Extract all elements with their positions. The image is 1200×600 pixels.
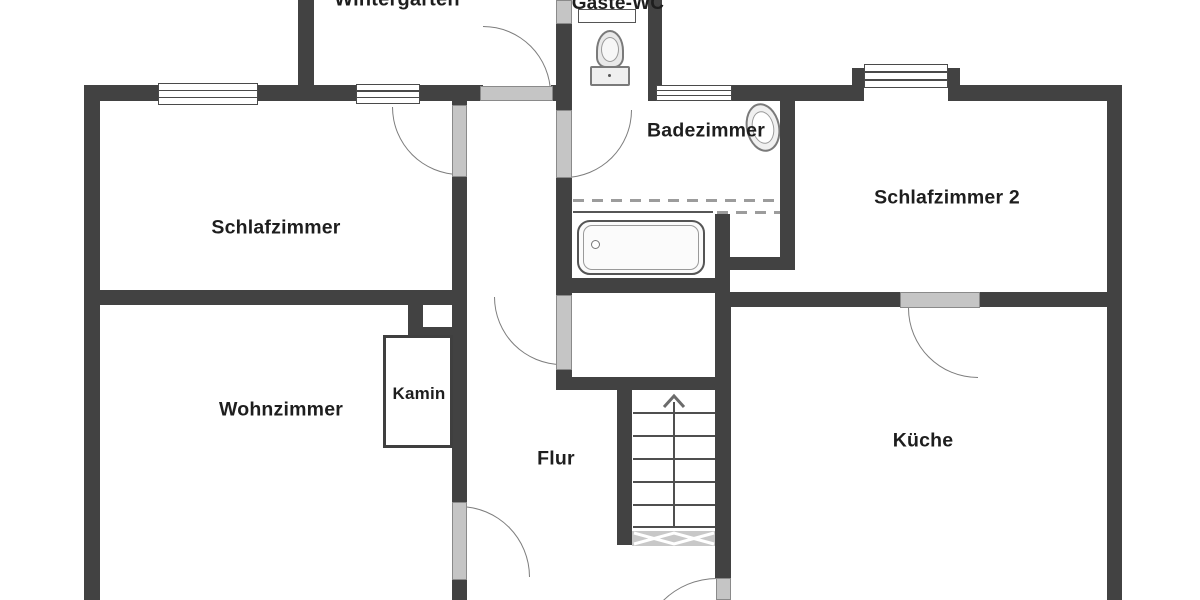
- wall: [84, 85, 100, 600]
- wall: [780, 85, 795, 270]
- door-swing-arc: [564, 110, 632, 178]
- door-leaf: [556, 0, 572, 24]
- wall: [556, 178, 572, 295]
- ceiling-slope-dashed-line: [573, 199, 780, 202]
- door-leaf: [452, 105, 467, 177]
- bathtub-inner-rim: [583, 225, 699, 270]
- wall: [648, 0, 662, 101]
- wall: [980, 292, 1122, 307]
- stairs-break-line: [632, 531, 716, 546]
- room-label-kueche: Küche: [892, 429, 954, 452]
- wall: [715, 307, 731, 578]
- stairs-direction-arrow: [662, 393, 686, 409]
- room-label-schlafzimmer: Schlafzimmer: [211, 216, 341, 239]
- room-label-gaeste-wc: Gäste-WC: [571, 0, 665, 14]
- door-leaf: [452, 502, 467, 580]
- room-label-wohnzimmer: Wohnzimmer: [218, 398, 344, 421]
- wall: [452, 177, 467, 290]
- stairs: [632, 390, 716, 528]
- door-swing-arc: [640, 578, 717, 600]
- wall: [452, 305, 467, 502]
- window: [356, 84, 420, 104]
- wall: [715, 292, 900, 307]
- wall: [556, 278, 730, 293]
- wall: [948, 68, 960, 101]
- door-swing-arc: [494, 297, 562, 365]
- wall: [556, 0, 572, 110]
- door-swing-arc: [908, 308, 978, 378]
- shelf: [578, 9, 636, 23]
- door-leaf: [716, 578, 731, 600]
- wall: [408, 327, 452, 336]
- wall: [452, 101, 467, 107]
- wall: [852, 68, 864, 101]
- stairs-break-zigzag: [633, 531, 715, 546]
- door-leaf: [556, 110, 572, 178]
- ceiling-slope-dashed-line: [717, 211, 780, 214]
- wall: [452, 580, 467, 600]
- door-leaf: [900, 292, 980, 308]
- fireplace: [383, 335, 453, 448]
- wall: [556, 377, 730, 390]
- bathtub-platform-edge-line: [573, 211, 713, 213]
- door-swing-arc: [392, 107, 460, 175]
- window: [158, 83, 258, 105]
- room-label-wintergarten: Wintergarten: [334, 0, 460, 12]
- wall: [1107, 85, 1122, 600]
- wall: [556, 370, 572, 390]
- room-label-badezimmer: Badezimmer: [647, 119, 765, 142]
- stairs-treads: [633, 393, 715, 528]
- window: [656, 85, 732, 101]
- door-swing-arc: [483, 26, 551, 94]
- toilet-flush-dot: [608, 74, 611, 77]
- wall: [715, 214, 730, 292]
- wall: [298, 0, 314, 101]
- window: [864, 64, 948, 88]
- wall: [617, 390, 632, 545]
- wall: [84, 290, 467, 305]
- door-leaf: [480, 86, 553, 101]
- toilet-bowl-inner: [601, 37, 619, 62]
- bathtub-drain: [591, 240, 600, 249]
- door-leaf: [556, 295, 572, 370]
- door-swing-arc: [459, 506, 530, 577]
- wall: [715, 257, 783, 270]
- room-label-schlafzimmer-2: Schlafzimmer 2: [874, 186, 1020, 209]
- room-label-kamin: Kamin: [392, 384, 446, 403]
- wall: [960, 85, 1122, 101]
- room-label-flur: Flur: [537, 447, 575, 470]
